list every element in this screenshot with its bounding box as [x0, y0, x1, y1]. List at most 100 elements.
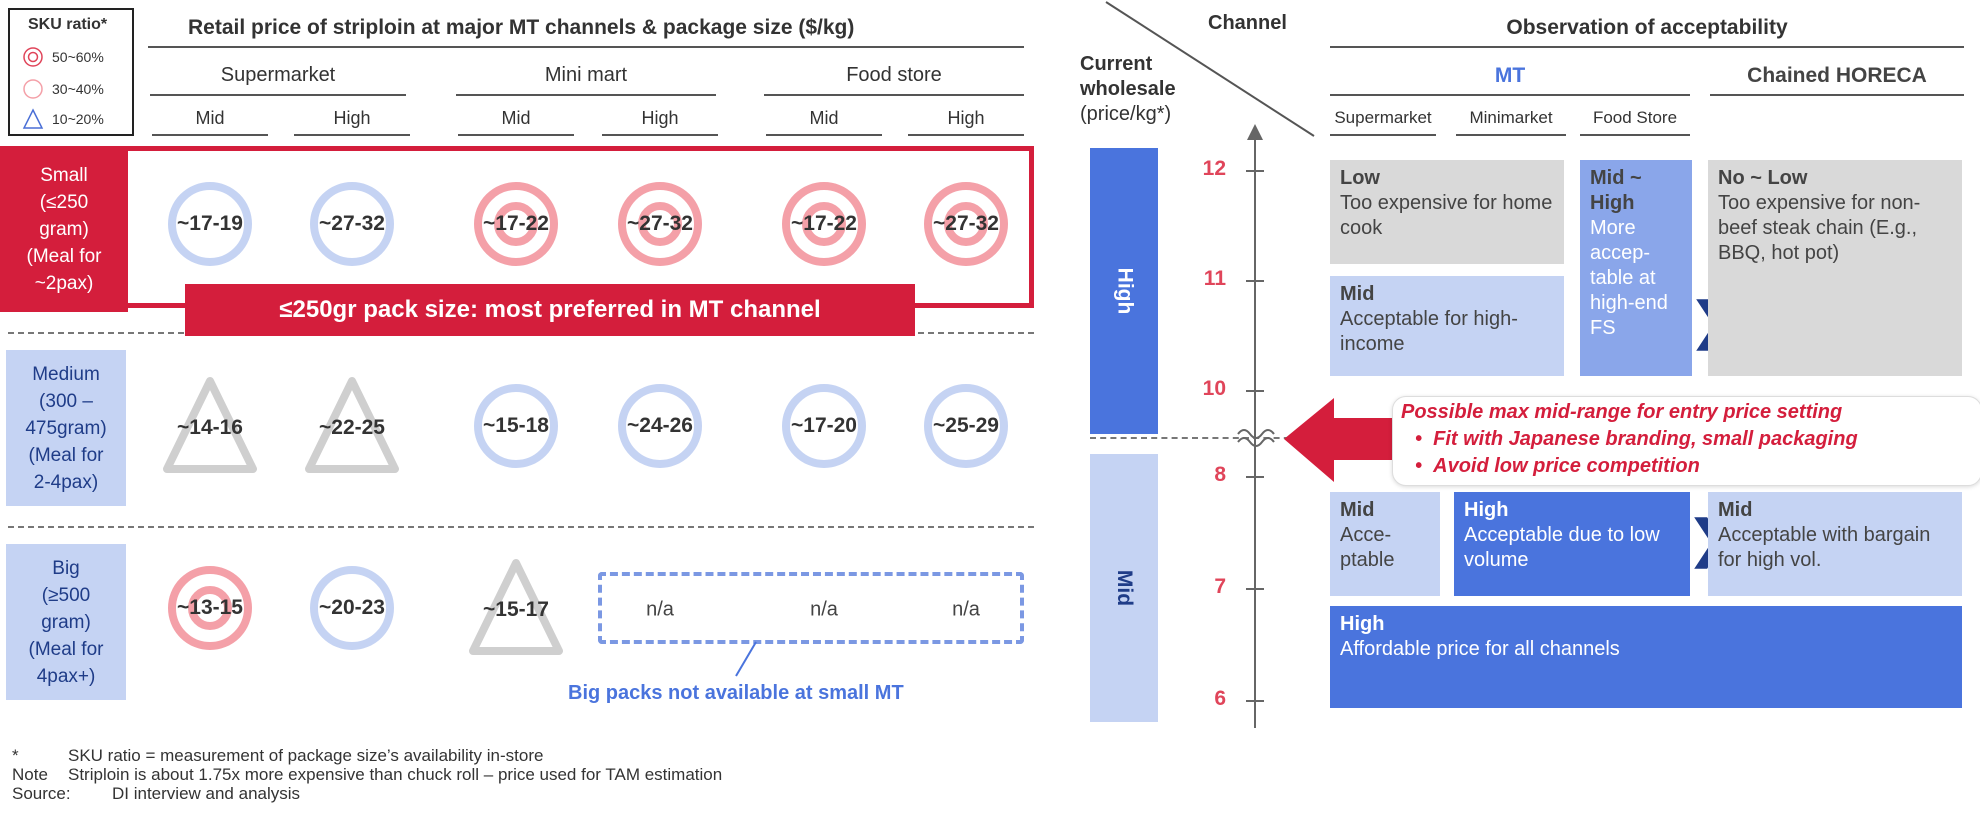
price-value: ~27-32: [627, 212, 693, 235]
small-pack-banner: ≤250gr pack size: most preferred in MT c…: [185, 284, 915, 336]
axis-tick: [1246, 700, 1264, 702]
row-label-line: Big: [52, 557, 80, 579]
box-title: No ~ Low: [1718, 167, 1808, 189]
row-label-line: gram): [41, 611, 91, 633]
subchannel-underline: [1330, 134, 1436, 136]
footnote-text: SKU ratio = measurement of package size’…: [68, 746, 544, 765]
box-text: More accep-table at high-end FS: [1590, 217, 1668, 339]
na-value: n/a: [646, 598, 674, 621]
double-circle-marker: [924, 182, 1008, 266]
subchannel-food-store: Food Store: [1592, 108, 1678, 127]
box-all-channels-high: High Affordable price for all channels: [1330, 606, 1962, 708]
triangle-marker: [305, 377, 399, 473]
box-supermarket-mid: Mid Acce-ptable: [1330, 492, 1440, 596]
box-title: High: [1464, 499, 1509, 521]
tier-label: High: [947, 108, 985, 128]
double-circle-marker: [782, 182, 866, 266]
channel-axis-label: Channel: [1208, 12, 1287, 34]
channel-supermarket: Supermarket: [220, 64, 336, 86]
box-title: Mid: [1718, 499, 1753, 521]
wholesale-axis-label: Current wholesale (price/kg*): [1080, 52, 1176, 127]
max-mid-line: [1090, 437, 1300, 439]
box-text: Acceptable due to low volume: [1464, 524, 1660, 571]
tier-underline: [602, 134, 718, 136]
double-circle-marker: [618, 182, 702, 266]
circle-marker: [618, 384, 702, 468]
legend-title: SKU ratio*: [28, 16, 108, 33]
price-value: ~17-22: [483, 212, 549, 235]
legend-label-high: 50~60%: [52, 49, 104, 65]
right-title-underline: [1330, 46, 1964, 48]
legend-label-low: 10~20%: [52, 111, 104, 127]
legend-label-mid: 30~40%: [52, 81, 104, 97]
box-text: Acceptable with bargain for high vol.: [1718, 524, 1931, 571]
tier-label: High: [333, 108, 371, 128]
price-value: ~15-17: [483, 598, 549, 621]
price-band-label: High: [1090, 148, 1158, 434]
horeca-underline: [1710, 94, 1964, 96]
footnote-mark: Source:: [12, 784, 71, 803]
legend-item-low: 10~20%: [22, 108, 104, 130]
footnote-text: DI interview and analysis: [112, 784, 301, 803]
price-value: ~27-32: [933, 212, 999, 235]
row-label-line: Medium: [32, 363, 100, 385]
axis-tick-label: 10: [1202, 377, 1226, 400]
subchannel-underline: [1456, 134, 1566, 136]
box-food-store-mid-high: Mid ~ High More accep-table at high-end …: [1580, 160, 1692, 376]
callout-headline: Possible max mid-range for entry price s…: [1401, 401, 1843, 423]
callout-bullet-2: • Avoid low price competition: [1415, 455, 1700, 477]
box-text: Acce-ptable: [1340, 524, 1395, 571]
left-panel-title: Retail price of striploin at major MT ch…: [188, 16, 855, 39]
right-panel-title: Observation of acceptability: [1506, 16, 1788, 39]
row-separator: [8, 526, 1034, 528]
title-underline: [148, 46, 1024, 48]
double-circle-marker: [474, 182, 558, 266]
price-value: ~25-29: [933, 414, 999, 437]
price-value: ~17-19: [177, 212, 243, 235]
footnote-text: Striploin is about 1.75x more expensive …: [68, 765, 723, 784]
axis-tick: [1246, 390, 1264, 392]
tier-label: Mid: [809, 108, 839, 128]
subchannel-supermarket: Supermarket: [1334, 108, 1432, 127]
box-title: High: [1340, 613, 1385, 635]
row-label-line: 2-4pax): [33, 471, 99, 493]
na-value: n/a: [952, 598, 980, 621]
header-diagonal-line: [1105, 1, 1315, 137]
callout-box: Possible max mid-range for entry price s…: [1392, 396, 1980, 486]
box-title: Low: [1340, 167, 1380, 189]
callout-bullet-text: Avoid low price competition: [1433, 455, 1700, 477]
box-low-home-cook: Low Too expensive for home cook: [1330, 160, 1564, 264]
circle-marker: [168, 182, 252, 266]
row-label-line: 4pax+): [36, 665, 96, 687]
tier-underline: [294, 134, 410, 136]
channel-underline: [150, 94, 406, 96]
axis-tick: [1246, 170, 1264, 172]
double-circle-icon: [23, 47, 43, 67]
tier-underline: [458, 134, 574, 136]
box-text: Too expensive for home cook: [1340, 192, 1553, 239]
double-circle-marker: [168, 566, 252, 650]
box-mid-high-income: Mid Acceptable for high-income: [1330, 276, 1564, 376]
footnote-mark: *: [12, 746, 19, 765]
box-horeca-mid: Mid Acceptable with bargain for high vol…: [1708, 492, 1962, 596]
axis-tick-label: 6: [1214, 687, 1226, 710]
channel-food-store: Food store: [846, 64, 942, 86]
na-box: [598, 572, 1024, 644]
axis-tick: [1246, 588, 1264, 590]
box-text: Too expensive for non-beef steak chain (…: [1718, 192, 1921, 264]
triangle-marker: [469, 559, 563, 655]
legend-item-high: 50~60%: [22, 46, 104, 68]
box-title: Mid: [1340, 283, 1375, 305]
axis-break-icon: [1237, 429, 1275, 447]
row-label-small: Small (≤250 gram) (Meal for ~2pax): [0, 146, 128, 312]
price-value: ~17-22: [791, 212, 857, 235]
tier-label: Mid: [501, 108, 531, 128]
tier-underline: [766, 134, 882, 136]
row-label-medium: Medium (300 – 475gram) (Meal for 2-4pax): [6, 350, 126, 506]
circle-marker: [474, 384, 558, 468]
price-value: ~13-15: [177, 596, 243, 619]
tier-underline: [152, 134, 268, 136]
horeca-label: Chained HORECA: [1747, 64, 1927, 87]
subchannel-minimarket: Minimarket: [1469, 108, 1553, 127]
row-label-line: (Meal for: [28, 638, 104, 660]
